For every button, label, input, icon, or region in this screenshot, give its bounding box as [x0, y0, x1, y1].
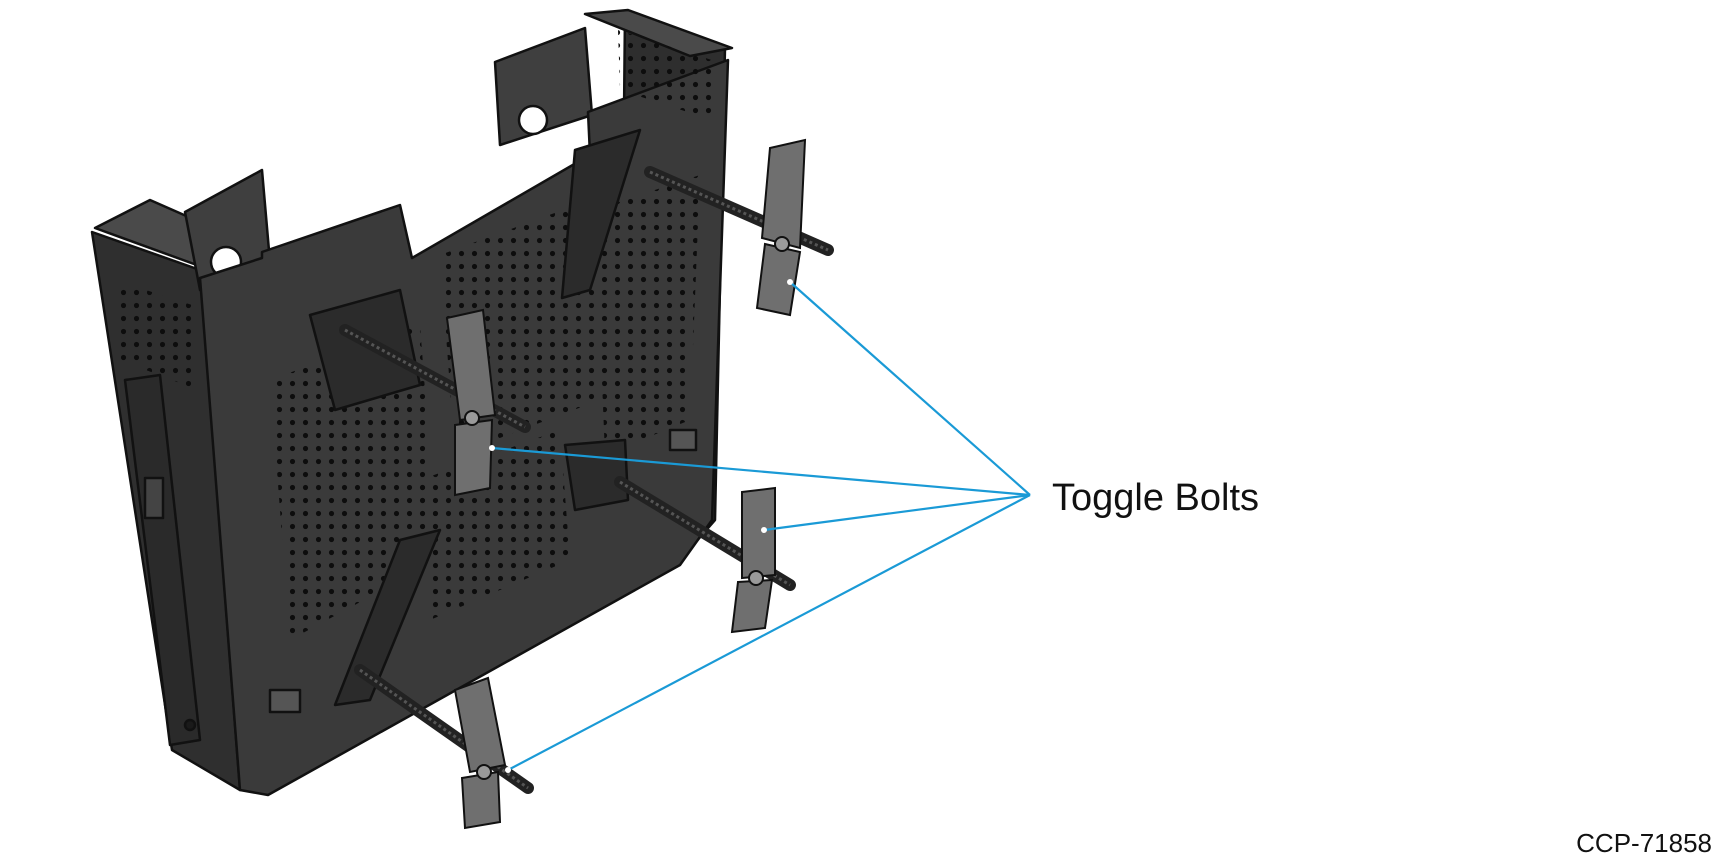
- leader-endpoints: [489, 279, 793, 773]
- leader-line-middle-left: [491, 446, 1031, 497]
- callout-label: Toggle Bolts: [1052, 477, 1259, 519]
- leader-line-bottom: [507, 494, 1031, 771]
- figure-id: CCP-71858: [1576, 828, 1712, 858]
- toggle-bolt-top-right: [644, 138, 834, 317]
- leader-line-middle-right: [763, 493, 1031, 532]
- callout-leader-lines: [491, 281, 1031, 771]
- mounting-bracket-icon: [90, 8, 734, 797]
- leader-line-top-right: [789, 281, 1031, 496]
- toggle-bolt-bottom: [354, 664, 534, 830]
- toggle-bolt-middle-right: [614, 476, 796, 634]
- toggle-bolt-middle-left: [339, 308, 531, 497]
